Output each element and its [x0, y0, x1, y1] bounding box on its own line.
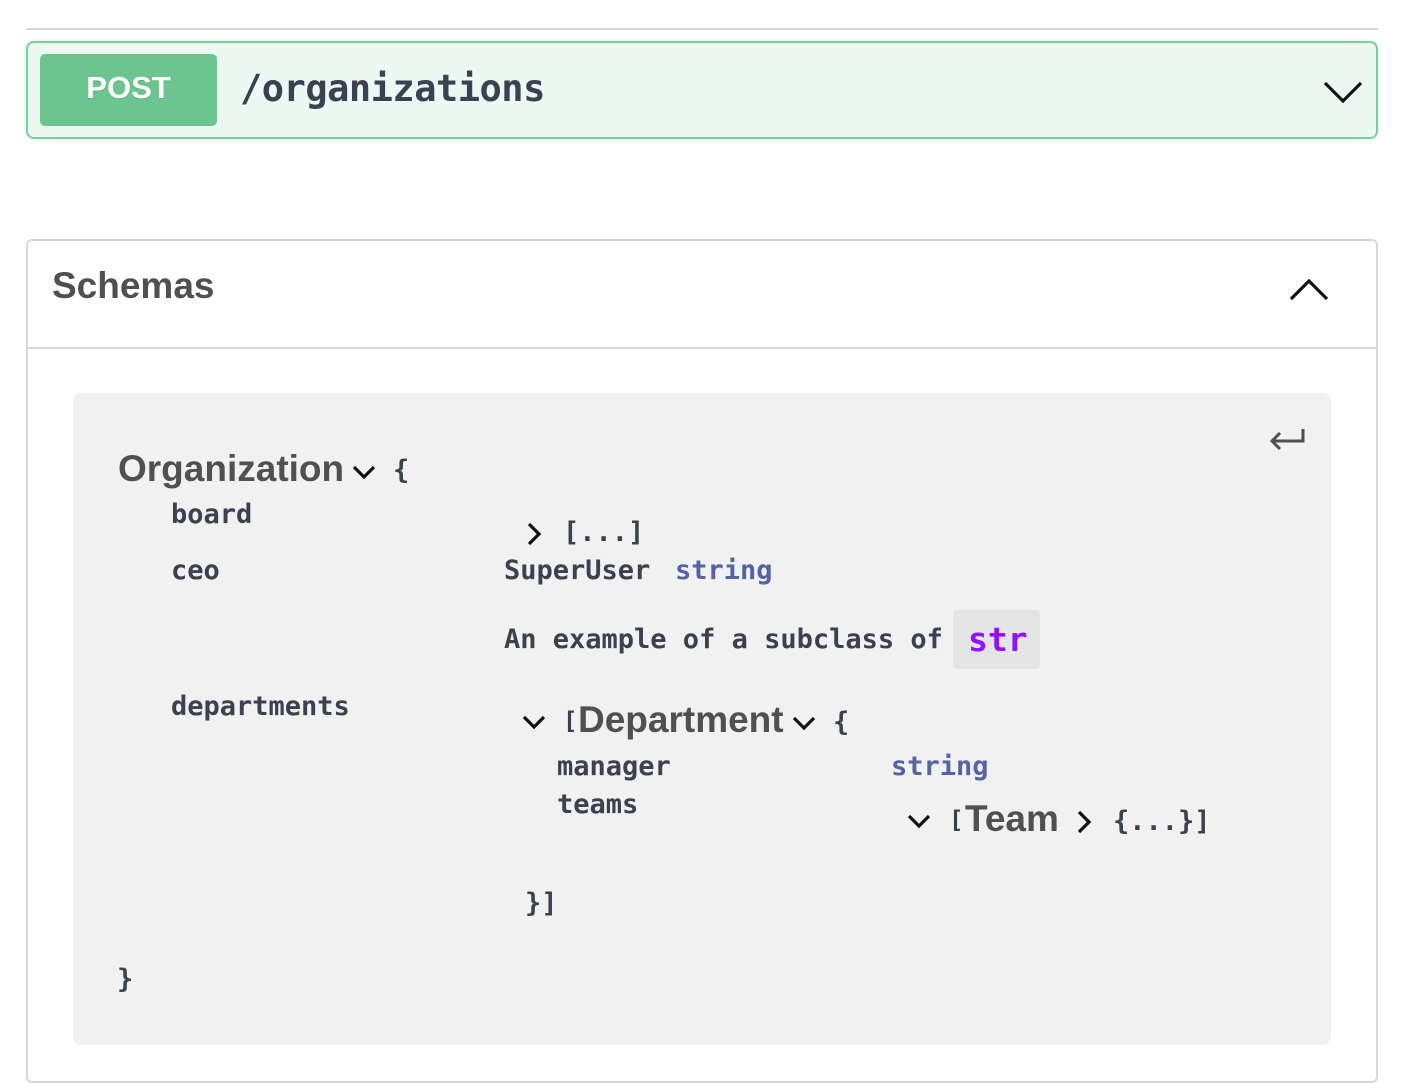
- collapsed-object[interactable]: {...}]: [1113, 806, 1211, 837]
- chevron-down-icon[interactable]: [521, 713, 547, 736]
- property-type: string: [891, 751, 989, 782]
- collapsed-array[interactable]: [...]: [563, 517, 645, 548]
- close-bracket: }]: [525, 888, 558, 919]
- method-badge: POST: [40, 54, 217, 126]
- schemas-header[interactable]: Schemas: [28, 241, 1376, 349]
- open-bracket: [: [563, 707, 578, 735]
- nested-model-title[interactable]: Team: [965, 798, 1059, 839]
- chevron-right-icon[interactable]: [525, 521, 543, 552]
- operation-block-post-organizations[interactable]: POST /organizations: [26, 41, 1378, 139]
- property-name-departments: departments: [171, 691, 350, 722]
- type-name: SuperUser: [504, 555, 651, 586]
- chevron-down-icon[interactable]: [351, 463, 377, 486]
- chevron-down-icon[interactable]: [791, 714, 817, 737]
- close-brace: }: [117, 964, 134, 995]
- open-brace: {: [393, 455, 410, 486]
- operation-path[interactable]: /organizations: [240, 67, 545, 110]
- chevron-down-icon[interactable]: [1322, 77, 1364, 110]
- property-name-board: board: [171, 499, 253, 530]
- property-name-teams: teams: [557, 789, 639, 820]
- chevron-right-icon[interactable]: [1075, 809, 1093, 840]
- top-divider: [26, 28, 1378, 30]
- schemas-title: Schemas: [52, 265, 215, 306]
- property-type: string: [675, 555, 773, 586]
- property-name-ceo: ceo: [171, 555, 220, 586]
- model-title[interactable]: Organization: [118, 448, 345, 489]
- nested-model-title[interactable]: Department: [578, 699, 784, 740]
- open-bracket: [: [949, 806, 964, 834]
- return-arrow-icon[interactable]: [1267, 425, 1307, 460]
- code-chip: [953, 610, 1040, 669]
- schemas-section: Schemas Organization { board [...] ceo S…: [26, 239, 1378, 1083]
- model-organization: Organization { board [...] ceo SuperUser…: [73, 393, 1331, 1045]
- chevron-down-icon[interactable]: [906, 812, 932, 835]
- chevron-up-icon[interactable]: [1288, 275, 1330, 308]
- property-name-manager: manager: [557, 751, 671, 782]
- property-description: An example of a subclass of: [504, 624, 943, 655]
- inline-code: str: [968, 620, 1028, 659]
- open-brace: {: [833, 707, 850, 738]
